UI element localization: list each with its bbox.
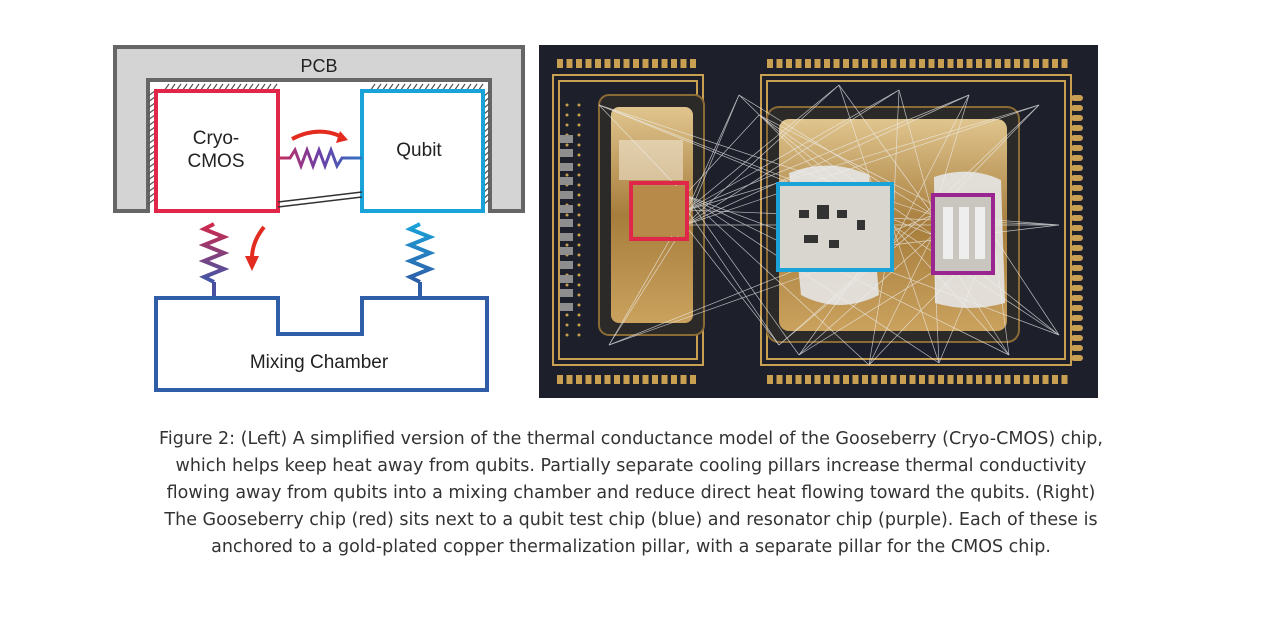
cryo-cooling-pillar [198, 211, 230, 298]
mixing-chamber-label: Mixing Chamber [250, 352, 389, 373]
heat-leak-lines [277, 191, 363, 208]
figure-caption: Figure 2: (Left) A simplified version of… [120, 426, 1142, 561]
mixing-chamber: Mixing Chamber [154, 296, 489, 392]
inter-chip-resistor [278, 145, 362, 171]
qubit-label: Qubit [396, 140, 442, 161]
heat-flow-arrow-down [245, 225, 266, 271]
qubit-cooling-pillar [404, 211, 436, 298]
pcb: PCB [113, 45, 525, 213]
caption-line: Figure 2: (Left) A simplified version of… [159, 429, 1103, 449]
cryo-cmos-label-line1: Cryo- [193, 128, 239, 149]
caption-line: The Gooseberry chip (red) sits next to a… [164, 510, 1098, 530]
caption-line: which helps keep heat away from qubits. … [175, 456, 1087, 476]
pcb-label: PCB [300, 56, 337, 76]
resonator-chip [931, 193, 995, 275]
qubit-block: Qubit [360, 89, 485, 213]
cryo-cmos-label-line2: CMOS [188, 151, 245, 172]
cryo-cmos-block: Cryo- CMOS [154, 89, 280, 213]
thermal-model-diagram: PCB Cryo- CMOS Qubit [113, 45, 525, 392]
heat-flow-arrow-right [291, 129, 348, 143]
caption-line: flowing away from qubits into a mixing c… [166, 483, 1096, 503]
caption-line: anchored to a gold-plated copper thermal… [211, 537, 1051, 557]
gooseberry-chip [629, 181, 689, 241]
bond-pads [557, 59, 1083, 384]
chip-photo [539, 45, 1098, 398]
qubit-test-chip [776, 182, 894, 272]
